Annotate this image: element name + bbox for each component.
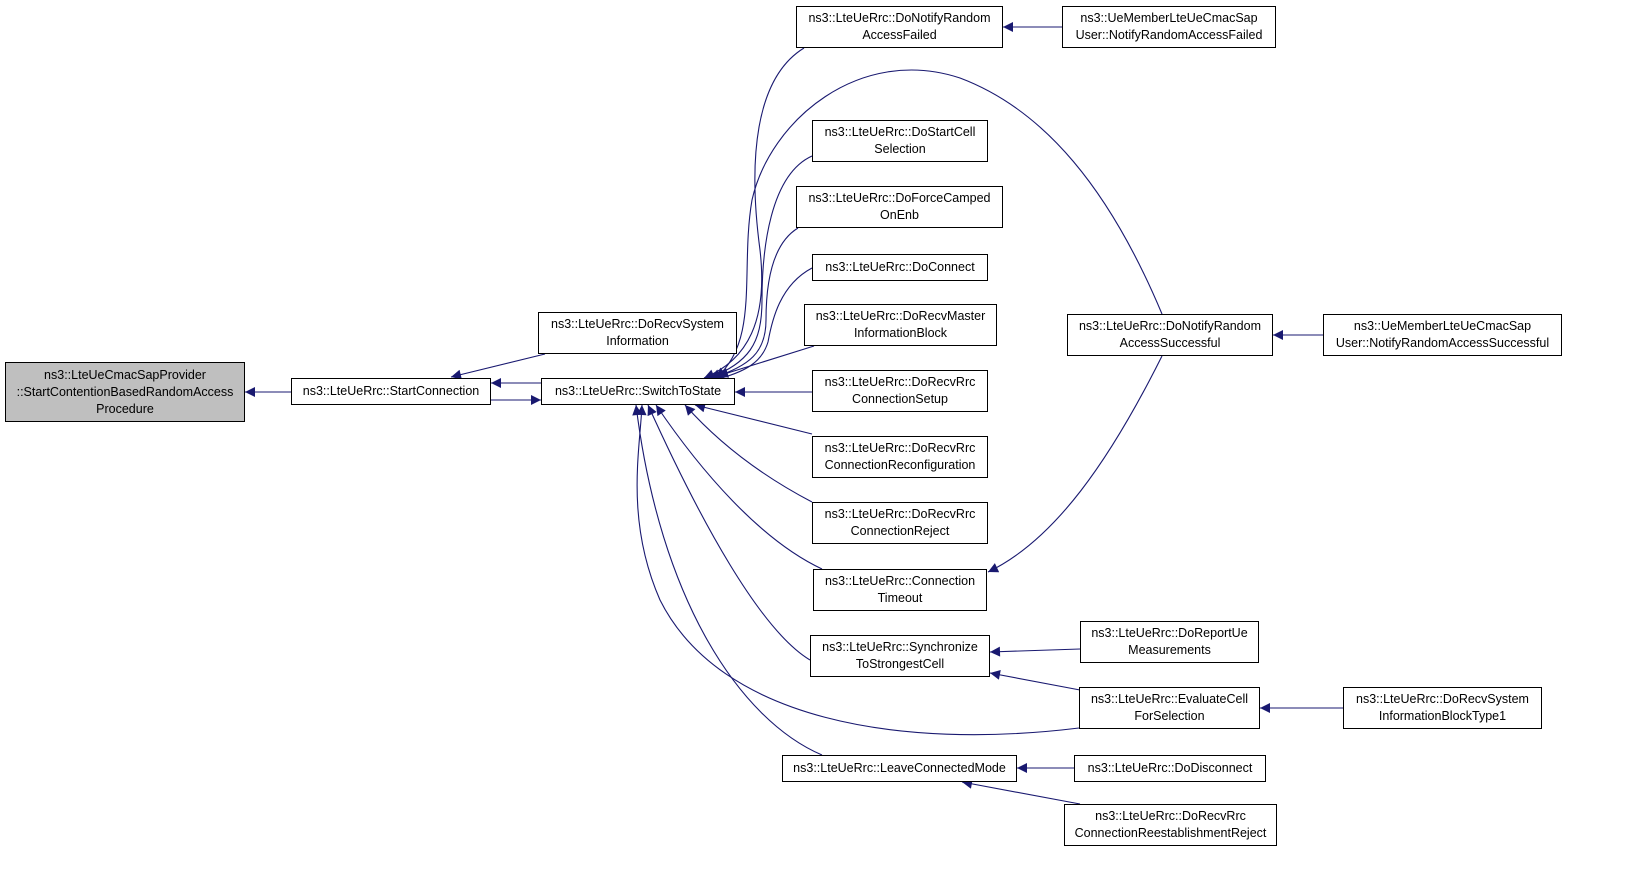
node-label-line: User::NotifyRandomAccessSuccessful: [1335, 336, 1550, 350]
edge-layer: [245, 22, 1343, 805]
node-do-disconnect[interactable]: ns3::LteUeRrc::DoDisconnect: [1074, 755, 1266, 782]
node-label-line: ns3::LteUeRrc::DoConnect: [825, 260, 975, 274]
node-label-line: ns3::LteUeRrc::DoRecvSystem: [1356, 692, 1529, 706]
node-label-line: ToStrongestCell: [855, 657, 945, 671]
edge-do-notify-random-access-failed-to-switch-to-state: [703, 47, 805, 379]
node-start-connection[interactable]: ns3::LteUeRrc::StartConnection: [291, 378, 491, 405]
node-label-line: Information: [606, 334, 669, 348]
edge-do-recv-system-information-to-start-connection: [450, 353, 546, 380]
node-label-line: ns3::LteUeRrc::DoForceCamped: [808, 191, 991, 205]
node-label-line: InformationBlock: [853, 326, 948, 340]
node-label-line: ns3::LteUeRrc::DoRecvMaster: [815, 309, 986, 323]
node-label-line: Selection: [874, 142, 926, 156]
node-label-line: AccessSuccessful: [1119, 336, 1221, 350]
node-label-line: ns3::LteUeRrc::Connection: [824, 574, 976, 588]
node-label-line: ns3::LteUeRrc::DoRecvRrc: [824, 375, 976, 389]
edge-do-notify-random-access-successful-to-switch-to-state: [715, 69, 1163, 379]
edge-do-connect-to-switch-to-state: [713, 267, 813, 383]
edge-do-recv-master-information-block-to-switch-to-state: [717, 345, 815, 378]
edge-connection-timeout-to-switch-to-state: [655, 404, 823, 570]
node-label-line: ns3::LteUeRrc::DoStartCell: [824, 125, 976, 139]
edge-evaluate-cell-for-selection-to-switch-to-state: [636, 404, 1080, 736]
node-label-line: ns3::UeMemberLteUeCmacSap: [1353, 319, 1532, 333]
node-label-line: ConnectionReject: [850, 524, 950, 538]
node-label-line: ::StartContentionBasedRandomAccess: [16, 384, 234, 399]
edge-do-start-cell-selection-to-switch-to-state: [709, 155, 813, 379]
node-switch-to-state[interactable]: ns3::LteUeRrc::SwitchToState: [541, 378, 735, 405]
node-label-line: ns3::UeMemberLteUeCmacSap: [1080, 11, 1258, 25]
edge-do-recv-rrc-connection-reestablishment-reject-to-leave-connected-mode: [961, 778, 1081, 805]
node-label-line: ns3::LteUeRrc::DoNotifyRandom: [808, 11, 991, 25]
node-label-line: ns3::LteUeRrc::DoRecvRrc: [824, 441, 976, 455]
node-do-connect[interactable]: ns3::LteUeRrc::DoConnect: [812, 254, 988, 281]
node-leave-connected-mode[interactable]: ns3::LteUeRrc::LeaveConnectedMode: [782, 755, 1017, 782]
node-label-line: ns3::LteUeRrc::StartConnection: [302, 384, 480, 398]
node-label-line: ns3::LteUeRrc::DoDisconnect: [1087, 761, 1253, 775]
node-label-line: ns3::LteUeRrc::EvaluateCell: [1090, 692, 1249, 706]
edge-synchronize-to-strongest-cell-to-switch-to-state: [647, 404, 811, 661]
node-label-line: OnEnb: [880, 208, 919, 222]
node-label-line: Measurements: [1128, 643, 1211, 657]
node-label-line: Timeout: [877, 591, 923, 605]
node-label-line: ns3::LteUeRrc::DoRecvSystem: [551, 317, 724, 331]
edge-leave-connected-mode-to-switch-to-state: [632, 404, 823, 756]
node-label-line: ConnectionReestablishmentReject: [1074, 826, 1267, 840]
edge-do-recv-rrc-connection-reconfiguration-to-switch-to-state: [694, 402, 813, 435]
edge-do-report-ue-measurements-to-synchronize-to-strongest-cell: [989, 646, 1081, 657]
node-label-line: ns3::LteUeRrc::SwitchToState: [554, 384, 722, 398]
node-label-line: ns3::LteUeRrc::Synchronize: [822, 640, 978, 654]
node-label-line: ConnectionSetup: [852, 392, 948, 406]
node-start-contention-based-random-access-procedure: ns3::LteUeCmacSapProvider::StartContenti…: [5, 362, 245, 422]
edge-evaluate-cell-for-selection-to-synchronize-to-strongest-cell: [989, 669, 1081, 691]
node-label-line: ForSelection: [1134, 709, 1205, 723]
edge-do-notify-random-access-successful-to-connection-timeout: [987, 355, 1163, 573]
edge-do-force-camped-on-enb-to-switch-to-state: [711, 227, 799, 380]
node-label-line: User::NotifyRandomAccessFailed: [1075, 28, 1263, 42]
node-label-line: ns3::LteUeRrc::DoRecvRrc: [824, 507, 976, 521]
node-label-line: AccessFailed: [862, 28, 937, 42]
node-label-line: ns3::LteUeRrc::LeaveConnectedMode: [793, 761, 1006, 775]
node-label-line: ConnectionReconfiguration: [824, 458, 976, 472]
node-label-line: ns3::LteUeRrc::DoReportUe: [1091, 626, 1248, 640]
edge-do-recv-rrc-connection-reject-to-switch-to-state: [684, 404, 813, 503]
node-label-line: ns3::LteUeRrc::DoRecvRrc: [1095, 809, 1246, 823]
node-label-line: ns3::LteUeRrc::DoNotifyRandom: [1078, 319, 1262, 333]
node-label-line: InformationBlockType1: [1378, 709, 1507, 723]
node-label-line: ns3::LteUeCmacSapProvider: [44, 367, 206, 382]
node-label-line: Procedure: [96, 401, 154, 416]
